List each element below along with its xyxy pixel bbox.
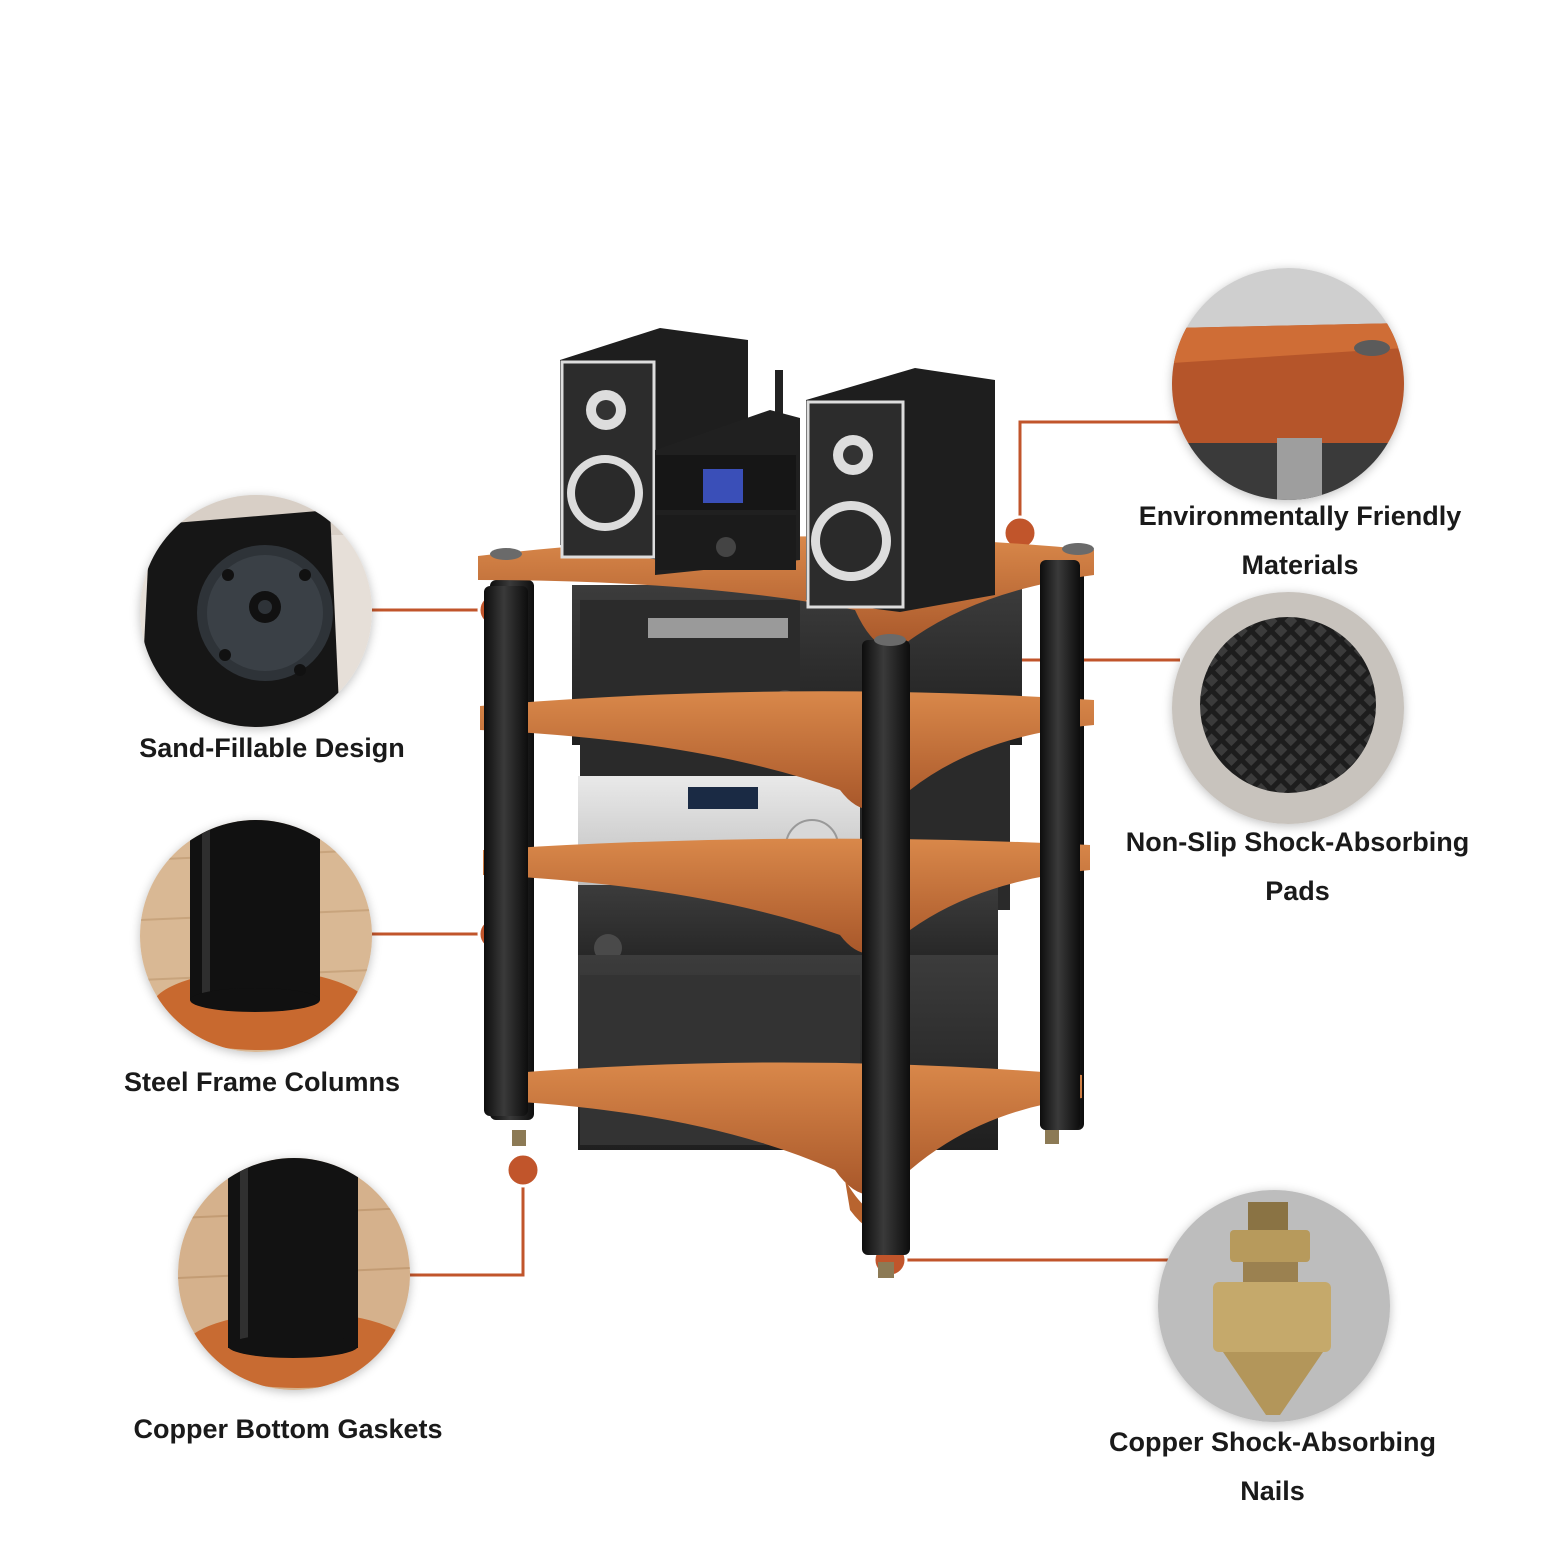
feature-label-steel-frame: Steel Frame Columns bbox=[102, 1058, 422, 1107]
detail-circle-steel-frame bbox=[140, 820, 372, 1052]
speaker-right bbox=[806, 368, 995, 612]
detail-circle-copper-nails bbox=[1158, 1190, 1390, 1422]
detail-circle-eco-materials bbox=[1172, 268, 1404, 500]
feature-text-line-1: Environmentally Friendly bbox=[1138, 501, 1462, 531]
feature-text-line-2: Materials bbox=[1241, 550, 1359, 580]
feature-label-sand-fillable: Sand-Fillable Design bbox=[112, 724, 432, 773]
callout-dot-copper-gaskets bbox=[505, 1152, 541, 1188]
front-columns bbox=[484, 560, 1080, 1255]
feature-label-copper-gaskets: Copper Bottom Gaskets bbox=[108, 1405, 468, 1454]
feature-text: Sand-Fillable Design bbox=[139, 733, 405, 763]
callout-line-eco-materials bbox=[1018, 420, 1180, 533]
callout-line-copper-gaskets bbox=[410, 1170, 525, 1277]
detail-circle-sand-fillable bbox=[140, 495, 372, 727]
feature-text-line-1: Copper Shock-Absorbing bbox=[1108, 1427, 1436, 1457]
feature-label-non-slip-pads: Non-Slip Shock-Absorbing Pads bbox=[1110, 818, 1485, 916]
feature-text: Copper Bottom Gaskets bbox=[133, 1414, 443, 1444]
feature-label-copper-nails: Copper Shock-Absorbing Nails bbox=[1095, 1418, 1450, 1516]
detail-circle-non-slip-pads bbox=[1172, 592, 1404, 824]
detail-circle-copper-gaskets bbox=[178, 1158, 410, 1390]
feature-text-line-2: Nails bbox=[1240, 1476, 1305, 1506]
feature-text-line-2: Pads bbox=[1265, 876, 1330, 906]
feature-text: Steel Frame Columns bbox=[123, 1067, 401, 1097]
feature-label-eco-materials: Environmentally Friendly Materials bbox=[1120, 492, 1480, 590]
mini-system bbox=[655, 370, 800, 575]
feature-text-line-1: Non-Slip Shock-Absorbing bbox=[1125, 827, 1470, 857]
feet bbox=[512, 1130, 1059, 1278]
